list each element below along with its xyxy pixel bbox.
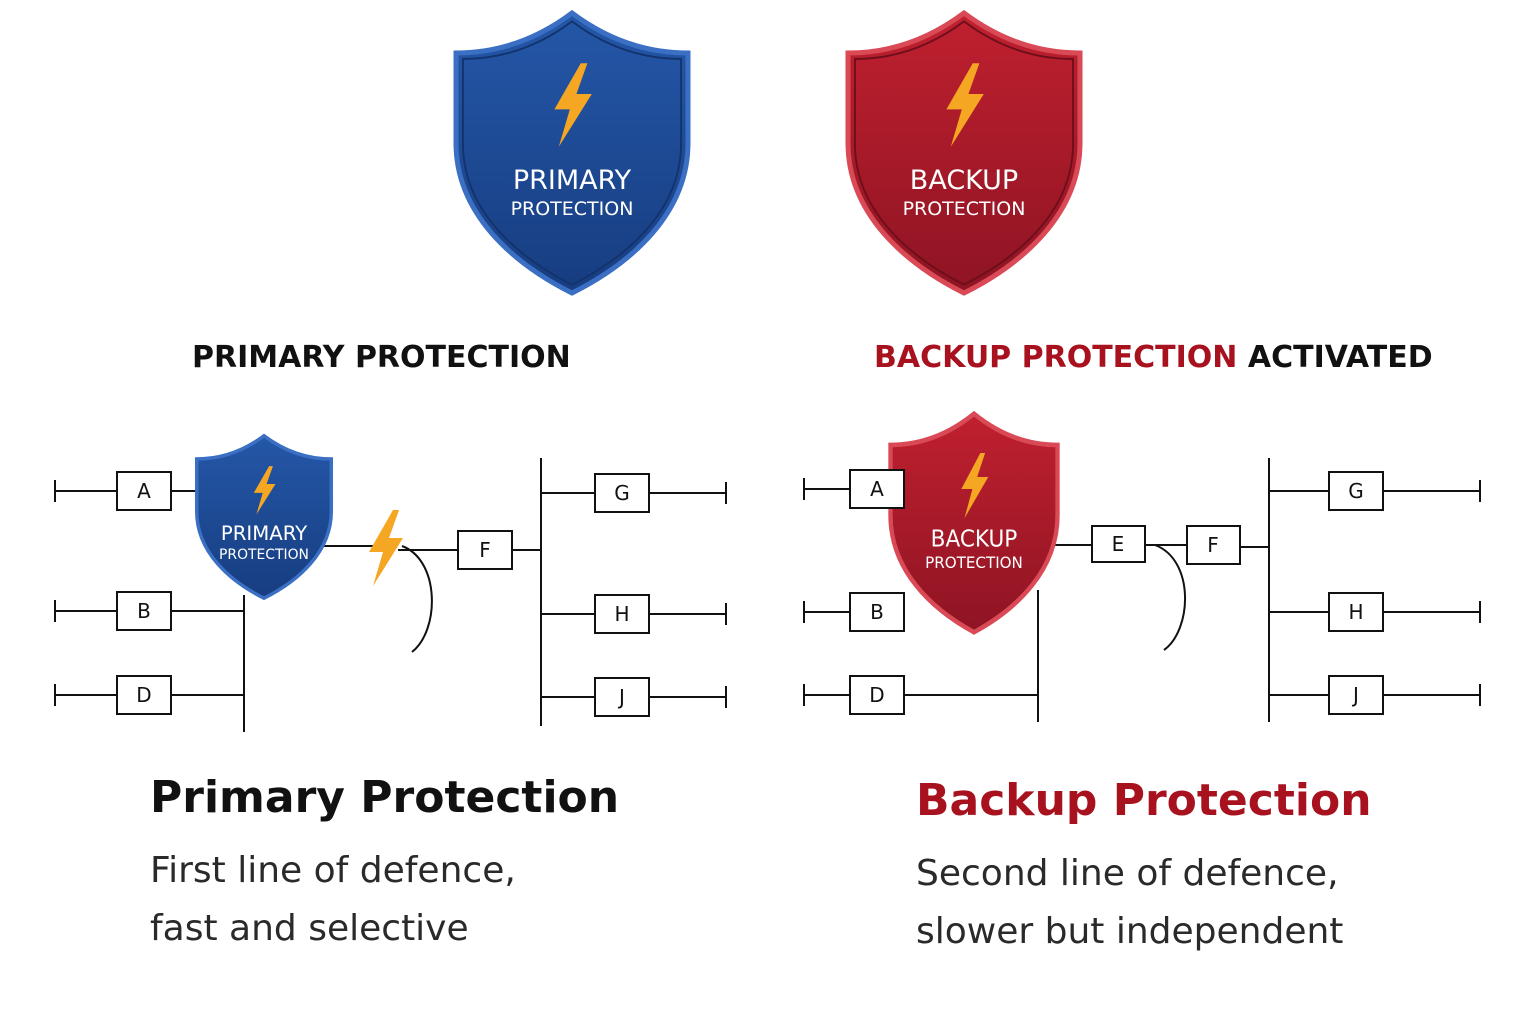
primary-diagram-boxes: A B D F G H J xyxy=(116,471,650,717)
bus-box-label: B xyxy=(137,599,151,623)
bus-box-d: D xyxy=(116,675,172,715)
caption-line: fast and selective xyxy=(150,908,469,949)
bus-box-h: H xyxy=(594,594,650,634)
diagram-shield-line2: PROTECTION xyxy=(925,553,1023,573)
bus-box-label: F xyxy=(479,538,491,562)
bus-box-f: F xyxy=(1186,525,1241,565)
bus-box-label: E xyxy=(1112,532,1125,556)
bus-box-a: A xyxy=(116,471,172,511)
bus-box-label: A xyxy=(870,477,884,501)
bus-box-e: E xyxy=(1091,525,1146,563)
bus-box-label: H xyxy=(614,602,629,626)
bus-box-label: B xyxy=(870,600,884,624)
heading-activated: ACTIVATED xyxy=(1247,340,1433,375)
primary-caption-body: First line of defence, fast and selectiv… xyxy=(150,842,516,958)
fault-lightning-bolt-icon xyxy=(369,510,403,586)
primary-network-diagram xyxy=(54,458,727,732)
heading-backup-protection: BACKUP PROTECTION xyxy=(874,340,1238,375)
backup-caption-body: Second line of defence, slower but indep… xyxy=(916,845,1343,961)
caption-title-rest: Protection xyxy=(360,772,620,823)
backup-diagram-shield: BACKUP PROTECTION xyxy=(890,414,1057,632)
bus-box-label: H xyxy=(1348,600,1363,624)
bus-box-h: H xyxy=(1328,592,1384,632)
bus-box-a: A xyxy=(849,469,905,509)
bus-box-j: J xyxy=(1328,675,1384,715)
backup-network-diagram xyxy=(803,458,1481,722)
bus-box-label: F xyxy=(1207,533,1219,557)
bus-box-label: J xyxy=(617,685,625,709)
backup-protection-badge: BACKUP PROTECTION xyxy=(848,13,1080,293)
badge-backup-line2: PROTECTION xyxy=(903,198,1026,220)
primary-protection-heading: PRIMARY PROTECTION xyxy=(192,340,571,375)
caption-line: Second line of defence, xyxy=(916,853,1339,894)
bus-box-b: B xyxy=(849,592,905,632)
bus-box-label: G xyxy=(614,481,630,505)
bus-box-label: A xyxy=(137,479,151,503)
badge-primary-line1: PRIMARY xyxy=(513,165,632,196)
primary-diagram-shield: PRIMARY PROTECTION xyxy=(194,434,334,600)
bus-box-label: J xyxy=(1351,683,1359,707)
caption-line: slower but independent xyxy=(916,911,1344,952)
bus-box-d: D xyxy=(849,675,905,715)
badge-backup-line1: BACKUP xyxy=(910,165,1018,196)
bus-box-b: B xyxy=(116,591,172,631)
bus-box-label: G xyxy=(1348,479,1364,503)
badge-primary-line2: PROTECTION xyxy=(511,198,634,220)
backup-diagram-boxes: A B D E F G H J xyxy=(849,469,1384,715)
bus-box-label: D xyxy=(869,683,884,707)
bus-box-g: G xyxy=(1328,471,1384,511)
bus-box-j: J xyxy=(594,677,650,717)
primary-caption-title: Primary Protection xyxy=(150,772,619,823)
backup-protection-activated-heading: BACKUP PROTECTION ACTIVATED xyxy=(874,340,1433,375)
diagram-shield-line2: PROTECTION xyxy=(219,547,309,563)
caption-title-bold: Primary xyxy=(150,772,345,823)
backup-caption-title: Backup Protection xyxy=(916,775,1372,826)
primary-protection-badge: PRIMARY PROTECTION xyxy=(456,13,688,293)
bus-box-label: D xyxy=(136,683,151,707)
bus-box-f: F xyxy=(457,530,513,570)
diagram-shield-line1: PRIMARY xyxy=(221,522,308,545)
diagram-shield-line1: BACKUP xyxy=(931,526,1018,553)
caption-line: First line of defence, xyxy=(150,850,516,891)
bus-box-g: G xyxy=(594,473,650,513)
